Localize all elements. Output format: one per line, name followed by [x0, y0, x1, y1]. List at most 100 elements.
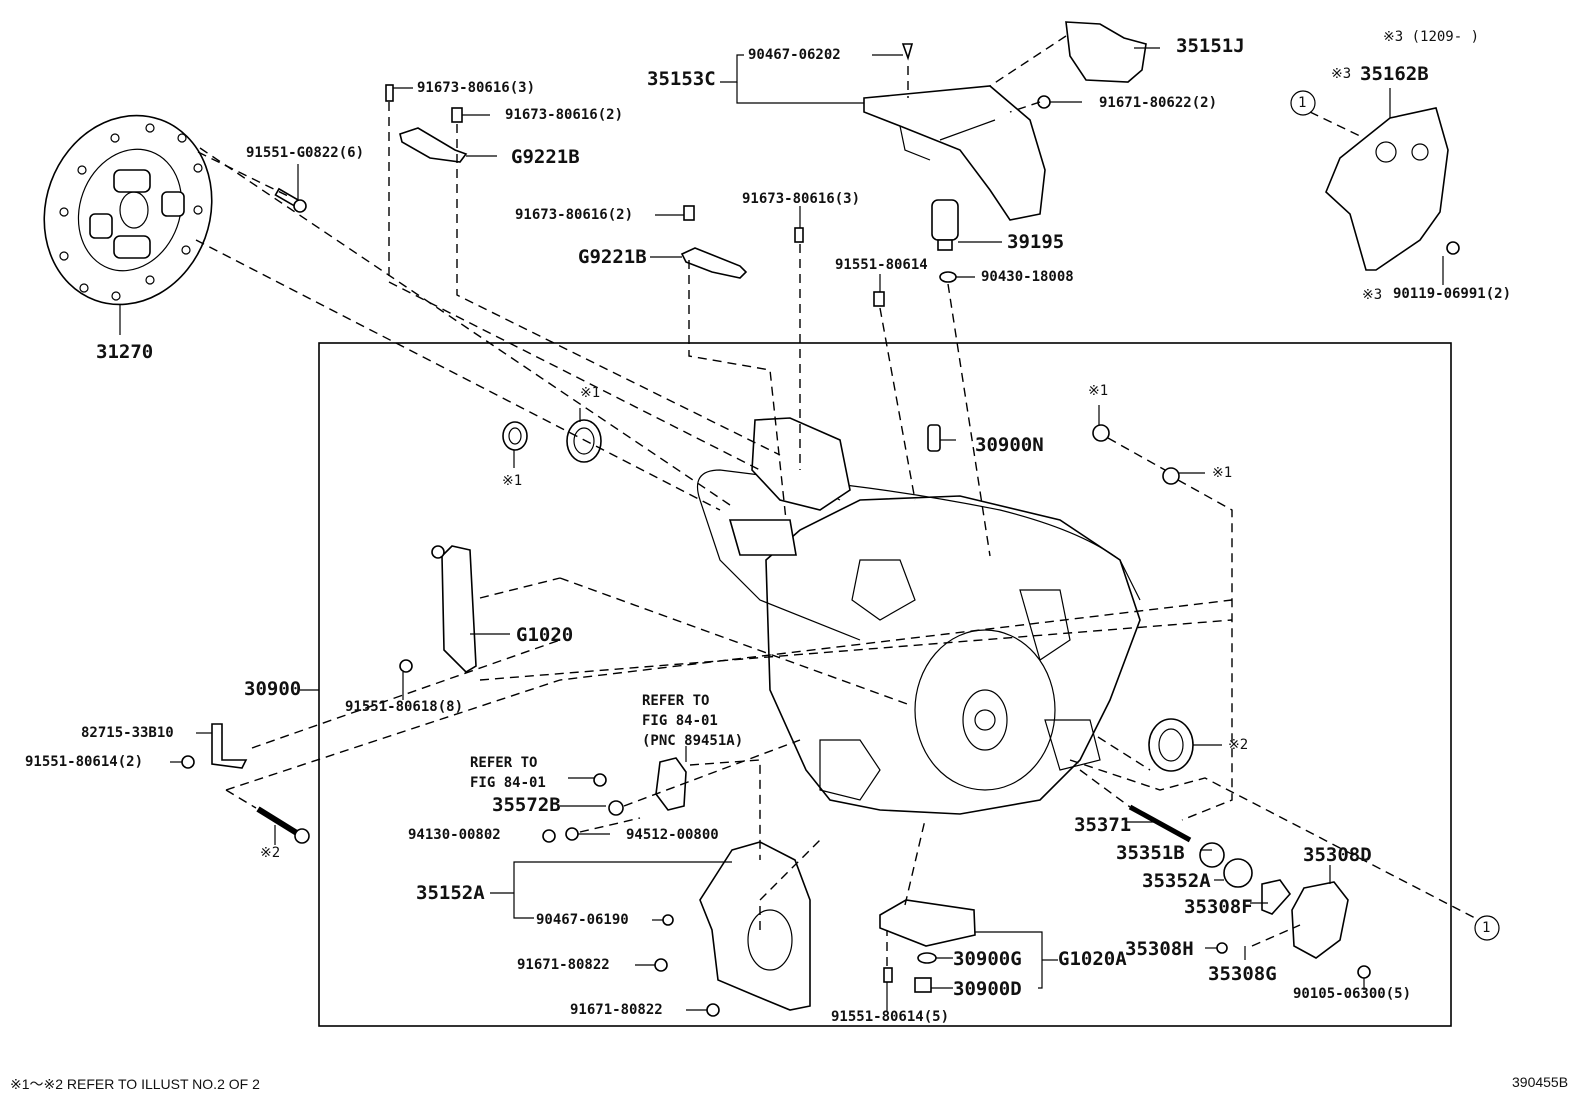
- bolt-icon[interactable]: [654, 958, 668, 972]
- bolt-icon[interactable]: [399, 659, 413, 673]
- part-label-94512-00800[interactable]: 94512-00800: [626, 827, 719, 843]
- part-label-35152a[interactable]: 35152A: [416, 882, 485, 904]
- part-label-91671-80822[interactable]: 91671-80822: [570, 1002, 663, 1018]
- bracket-icon[interactable]: [211, 723, 248, 769]
- oil-pan-icon[interactable]: [879, 899, 976, 947]
- gear-icon[interactable]: [1223, 858, 1253, 888]
- reference-circle-label: 1: [1298, 95, 1307, 111]
- part-label-35162b[interactable]: 35162B: [1360, 63, 1429, 85]
- bolt-icon[interactable]: [706, 1003, 720, 1017]
- part-label-91673-80616-3[interactable]: 91673-80616(3): [417, 80, 536, 96]
- part-label-35153c[interactable]: 35153C: [647, 68, 716, 90]
- nut-icon[interactable]: [542, 829, 556, 843]
- oil-seal-icon[interactable]: [1148, 718, 1194, 772]
- part-label-91673-80616-2[interactable]: 91673-80616(2): [505, 107, 624, 123]
- part-label-35371[interactable]: 35371: [1074, 814, 1132, 836]
- bolt-icon[interactable]: [1357, 965, 1371, 979]
- part-label-91671-80622[interactable]: 91671-80622(2): [1099, 95, 1218, 111]
- clutch-disc-icon[interactable]: [18, 92, 238, 329]
- washer-icon[interactable]: [565, 827, 579, 841]
- part-label-91551-80614-2[interactable]: 91551-80614(2): [25, 754, 144, 770]
- pump-cover-icon[interactable]: [1291, 881, 1349, 959]
- refer-note-line: (PNC 89451A): [642, 733, 744, 749]
- illustration-code: 390455B: [1512, 1074, 1569, 1090]
- part-label-30900g[interactable]: 30900G: [953, 948, 1022, 970]
- part-label-g9221b[interactable]: G9221B: [511, 146, 580, 168]
- bolt-icon[interactable]: [294, 828, 310, 844]
- bolt-icon[interactable]: [873, 291, 885, 307]
- note-marker-1: ※1: [1212, 465, 1233, 481]
- bolt-icon[interactable]: [1446, 241, 1460, 255]
- part-label-94130-00802[interactable]: 94130-00802: [408, 827, 501, 843]
- oil-seal-icon[interactable]: [1162, 467, 1180, 485]
- screw-icon[interactable]: [901, 43, 914, 61]
- part-label-35352a[interactable]: 35352A: [1142, 870, 1211, 892]
- bolt-icon[interactable]: [181, 755, 195, 769]
- gasket-icon[interactable]: [1261, 879, 1292, 915]
- reference-circle-icon: [1474, 915, 1500, 941]
- oil-seal-icon[interactable]: [1092, 424, 1110, 442]
- part-label-31270[interactable]: 31270: [96, 341, 154, 363]
- part-label-35308g[interactable]: 35308G: [1208, 963, 1277, 985]
- gasket-icon[interactable]: [939, 271, 957, 283]
- part-label-91551-80614[interactable]: 91551-80614: [835, 257, 928, 273]
- part-label-91673-80616-3[interactable]: 91673-80616(3): [742, 191, 861, 207]
- cover-icon[interactable]: [863, 85, 1046, 221]
- part-label-90105-06300[interactable]: 90105-06300(5): [1293, 986, 1412, 1002]
- part-label-g1020a[interactable]: G1020A: [1058, 948, 1127, 970]
- note-marker-1: ※1: [580, 385, 601, 401]
- part-label-35308h[interactable]: 35308H: [1125, 938, 1194, 960]
- part-label-35308f[interactable]: 35308F: [1184, 896, 1253, 918]
- part-label-90119-06991[interactable]: 90119-06991(2): [1393, 286, 1512, 302]
- shaft-icon[interactable]: [1128, 804, 1192, 843]
- part-label-90430-18008[interactable]: 90430-18008: [981, 269, 1074, 285]
- part-label-g1020[interactable]: G1020: [516, 624, 574, 646]
- bolt-icon[interactable]: [385, 84, 394, 102]
- refer-note-line: FIG 84-01: [470, 775, 546, 791]
- part-label-35308d[interactable]: 35308D: [1303, 844, 1372, 866]
- gasket-icon[interactable]: [608, 800, 624, 816]
- part-label-91551-80618[interactable]: 91551-80618(8): [345, 699, 464, 715]
- bolt-icon[interactable]: [1216, 942, 1228, 954]
- assembly-frame: [318, 342, 1452, 1027]
- oil-seal-icon[interactable]: [566, 419, 602, 463]
- sensor-icon[interactable]: [927, 424, 941, 452]
- oil-seal-icon[interactable]: [502, 421, 528, 451]
- bracket-icon[interactable]: [680, 247, 748, 279]
- screw-icon[interactable]: [662, 914, 674, 926]
- part-label-35151j[interactable]: 35151J: [1176, 35, 1245, 57]
- part-label-35572b[interactable]: 35572B: [492, 794, 561, 816]
- part-label-90467-06202[interactable]: 90467-06202: [748, 47, 841, 63]
- cover-icon[interactable]: [1325, 107, 1449, 271]
- gear-icon[interactable]: [1199, 842, 1225, 868]
- part-label-30900n[interactable]: 30900N: [975, 434, 1044, 456]
- part-label-82715-33b10[interactable]: 82715-33B10: [81, 725, 174, 741]
- sensor-icon[interactable]: [931, 199, 959, 241]
- bolt-icon[interactable]: [451, 107, 463, 123]
- drain-plug-icon[interactable]: [914, 977, 932, 993]
- bracket-icon[interactable]: [399, 127, 468, 163]
- part-label-91551-80614-5[interactable]: 91551-80614(5): [831, 1009, 950, 1025]
- bolt-icon[interactable]: [593, 773, 607, 787]
- part-label-39195[interactable]: 39195: [1007, 231, 1065, 253]
- bolt-icon[interactable]: [274, 187, 307, 213]
- part-label-g9221b[interactable]: G9221B: [578, 246, 647, 268]
- bolt-icon[interactable]: [683, 205, 695, 221]
- transaxle-housing-icon[interactable]: [696, 417, 1141, 815]
- bolt-icon[interactable]: [794, 227, 804, 243]
- note-marker-3: ※3: [1331, 66, 1352, 82]
- part-label-91673-80616-2[interactable]: 91673-80616(2): [515, 207, 634, 223]
- part-label-30900[interactable]: 30900: [244, 678, 302, 700]
- note-marker-2: ※2: [260, 845, 281, 861]
- part-label-90467-06190[interactable]: 90467-06190: [536, 912, 629, 928]
- part-label-35351b[interactable]: 35351B: [1116, 842, 1185, 864]
- bracket-icon[interactable]: [441, 545, 477, 674]
- cover-icon[interactable]: [1065, 21, 1147, 83]
- cover-icon[interactable]: [699, 841, 811, 1011]
- part-label-91671-80822[interactable]: 91671-80822: [517, 957, 610, 973]
- part-label-30900d[interactable]: 30900D: [953, 978, 1022, 1000]
- part-label-91551-g0822[interactable]: 91551-G0822(6): [246, 145, 365, 161]
- bolt-icon[interactable]: [883, 967, 893, 983]
- gasket-icon[interactable]: [917, 952, 937, 964]
